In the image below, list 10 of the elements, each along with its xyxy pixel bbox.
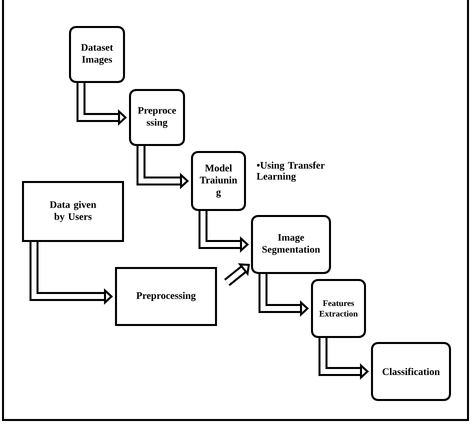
rounded-box: Dataset Images — [69, 26, 125, 83]
rounded-box: Image Segmentation — [251, 215, 331, 274]
rounded-box: Model Traiunin g — [191, 151, 246, 211]
rounded-box: Features Extraction — [311, 279, 366, 338]
block-arrow — [224, 263, 250, 286]
process-box: Data given by Users — [22, 181, 124, 242]
process-box: Preprocessing — [115, 267, 217, 326]
rounded-box: Classification — [371, 342, 451, 401]
note-text: •Using Transfer Learning — [256, 162, 325, 182]
rounded-box: Preproce ssing — [129, 89, 185, 146]
